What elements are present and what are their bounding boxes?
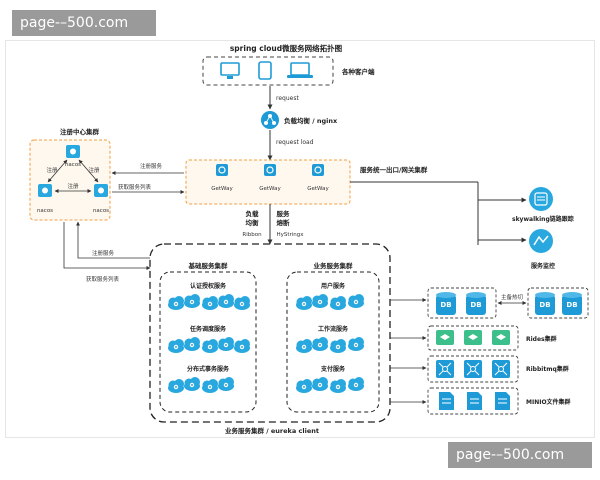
biz-instances-row-2 bbox=[296, 337, 364, 353]
minio-box bbox=[427, 387, 519, 415]
gateway-node-1: GetWay bbox=[211, 164, 234, 192]
fuse-word: 熔断 bbox=[277, 218, 291, 227]
biz-cluster-box bbox=[286, 271, 380, 413]
watermark-top: page-–500.com bbox=[12, 10, 156, 36]
minio-file-icons bbox=[439, 392, 510, 410]
redis-label: Rides集群 bbox=[526, 335, 557, 343]
service-monitor-icon bbox=[529, 229, 553, 253]
db-standby-box bbox=[527, 287, 589, 319]
nacos-node-right: nacos bbox=[93, 184, 109, 214]
gateway-node-2: GetWay bbox=[259, 164, 282, 192]
base-cluster-title: 基础服务集群 bbox=[188, 261, 229, 270]
watermark-bottom: page-–500.com bbox=[448, 442, 592, 468]
balance-word: 均衡 bbox=[246, 218, 260, 227]
clients-label: 各种客户端 bbox=[341, 67, 375, 76]
request-label: request bbox=[276, 95, 299, 102]
service-word: 服务 bbox=[277, 209, 291, 218]
biz-instances-row-1 bbox=[296, 294, 364, 310]
failover-label: 主备热切 bbox=[501, 293, 524, 301]
minio-label: MINIO文件集群 bbox=[526, 398, 571, 406]
redis-box bbox=[427, 325, 519, 351]
registry-title: 注册中心集群 bbox=[60, 127, 100, 136]
nacos-node-left: nacos bbox=[37, 184, 53, 214]
load-balancer-icon bbox=[261, 111, 279, 129]
nacos-label-right: nacos bbox=[93, 208, 109, 214]
db-label-4: DB bbox=[566, 301, 577, 309]
db-primary-2: DB bbox=[466, 292, 486, 315]
redis-icons bbox=[436, 330, 510, 345]
biz-instances-row-3 bbox=[296, 377, 364, 393]
gateway-label-3: GetWay bbox=[307, 186, 329, 192]
fetch-list-cluster: 获取服务列表 bbox=[86, 275, 120, 283]
base-group-2: 任务调度服务 bbox=[189, 325, 227, 333]
request-load-label: request load bbox=[276, 139, 314, 146]
hystrix-label: HyStringx bbox=[276, 232, 304, 238]
base-group-1: 认证授权服务 bbox=[190, 282, 227, 290]
base-cluster-box bbox=[159, 271, 257, 413]
tablet-icon bbox=[258, 61, 272, 80]
register-label-right: 注册 bbox=[88, 166, 100, 174]
db-label-1: DB bbox=[440, 301, 451, 309]
db-label-2: DB bbox=[470, 301, 481, 309]
gateway-cluster-label: 服务统一出口/网关集群 bbox=[360, 165, 428, 174]
rabbitmq-label: Ribbitmq集群 bbox=[526, 365, 569, 373]
diagram-title: spring cloud微服务网络拓扑图 bbox=[230, 43, 343, 53]
db-primary-box bbox=[427, 287, 497, 319]
nacos-label-top: nacos bbox=[65, 162, 81, 168]
ribbon-label: Ribbon bbox=[242, 232, 262, 238]
desktop-icon bbox=[220, 62, 240, 79]
base-instances-row-2 bbox=[168, 337, 250, 353]
db-label-3: DB bbox=[539, 301, 550, 309]
lb-label: 负载均衡 / nginx bbox=[284, 116, 338, 125]
nacos-label-left: nacos bbox=[37, 208, 53, 214]
skywalking-icon bbox=[529, 187, 553, 211]
bottom-cluster-label: 业务服务集群 / eureka client bbox=[225, 426, 319, 435]
services-outer-box bbox=[149, 243, 391, 423]
register-label-left: 注册 bbox=[46, 166, 58, 174]
register-service-gw: 注册服务 bbox=[140, 162, 163, 170]
base-group-3: 分布式事务服务 bbox=[187, 365, 230, 373]
db-standby-1: DB bbox=[535, 292, 555, 315]
rabbitmq-icons bbox=[436, 360, 510, 378]
base-instances-row-3 bbox=[168, 377, 234, 393]
diagram-frame bbox=[5, 40, 595, 438]
register-service-cluster: 注册服务 bbox=[92, 249, 115, 257]
biz-group-3: 支付服务 bbox=[320, 365, 346, 373]
fetch-list-gw: 获取服务列表 bbox=[118, 183, 152, 191]
biz-group-1: 用户服务 bbox=[320, 282, 346, 290]
db-primary-1: DB bbox=[436, 292, 456, 315]
register-label-bottom: 注册 bbox=[67, 182, 79, 190]
laptop-icon bbox=[287, 62, 313, 78]
tracing-label: skywalking链路跟踪 bbox=[512, 215, 574, 223]
rabbitmq-box bbox=[427, 355, 519, 383]
nacos-node-top: nacos bbox=[65, 145, 81, 168]
base-instances-row-1 bbox=[168, 294, 250, 310]
gateway-label-2: GetWay bbox=[259, 186, 281, 192]
biz-group-2: 工作流服务 bbox=[318, 325, 349, 333]
lb-word: 负载 bbox=[246, 209, 260, 218]
gateway-label-1: GetWay bbox=[211, 186, 233, 192]
gateway-node-3: GetWay bbox=[307, 164, 330, 192]
biz-cluster-title: 业务服务集群 bbox=[314, 261, 354, 270]
service-monitor-label: 服务监控 bbox=[531, 262, 555, 270]
db-standby-2: DB bbox=[562, 292, 582, 315]
